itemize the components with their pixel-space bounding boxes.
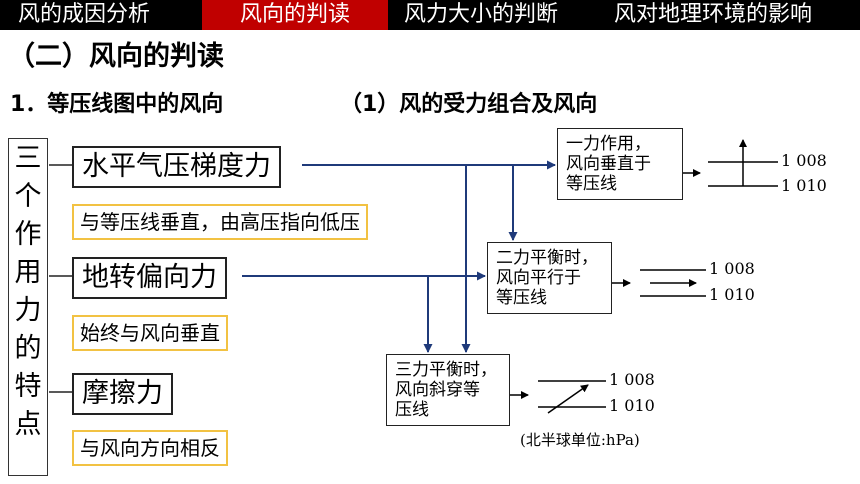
tab-wind-direction[interactable]: 风向的判读: [202, 0, 388, 30]
state-box-line: 二力平衡时，: [496, 248, 598, 268]
isobar-label: 1 010: [709, 285, 755, 304]
vertical-title-char: 力: [14, 295, 42, 326]
state-box-line: 一力作用，: [566, 134, 651, 154]
state-box-line: 等压线: [566, 174, 617, 194]
state-box-two-forces: 二力平衡时， 风向平行于 等压线: [487, 242, 612, 314]
page-title: （二）风向的判读: [8, 41, 224, 72]
desc-coriolis: 始终与风向垂直: [72, 315, 228, 351]
tab-wind-causes[interactable]: 风的成因分析: [18, 2, 151, 27]
state-box-line: 等压线: [496, 288, 547, 308]
state-box-line: 风向平行于: [496, 268, 581, 288]
vertical-title-char: 的: [14, 333, 42, 364]
vertical-title-char: 点: [14, 409, 42, 440]
vertical-title-char: 特: [14, 371, 42, 402]
desc-friction: 与风向方向相反: [72, 430, 228, 466]
vertical-title-char: 三: [14, 143, 42, 174]
isobar-label: 1 010: [609, 396, 655, 415]
force-box-friction: 摩擦力: [72, 373, 173, 415]
state-box-one-force: 一力作用， 风向垂直于 等压线: [557, 128, 683, 200]
subsection-title: （1）风的受力组合及风向: [340, 92, 598, 117]
section-title: 1．等压线图中的风向: [10, 92, 224, 117]
state-box-line: 三力平衡时，: [395, 360, 497, 380]
isobar-label: 1 008: [781, 151, 827, 170]
desc-pressure-gradient: 与等压线垂直，由高压指向低压: [72, 204, 368, 240]
state-box-line: 风向垂直于: [566, 154, 651, 174]
vertical-title-char: 作: [14, 219, 42, 250]
top-nav-bar: 风的成因分析 风向的判读 风力大小的判断 风对地理环境的影响: [0, 0, 860, 30]
isobar-label: 1 008: [709, 259, 755, 278]
tab-wind-environment[interactable]: 风对地理环境的影响: [614, 2, 813, 27]
force-box-coriolis: 地转偏向力: [72, 257, 227, 299]
state-box-three-forces: 三力平衡时， 风向斜穿等 压线: [386, 354, 510, 426]
force-box-pressure-gradient: 水平气压梯度力: [72, 146, 281, 188]
tab-wind-force[interactable]: 风力大小的判断: [404, 2, 559, 27]
state-box-line: 压线: [395, 400, 429, 420]
state-box-line: 风向斜穿等: [395, 380, 480, 400]
unit-note: (北半球单位:hPa): [520, 431, 640, 449]
vertical-title-box: 三 个 作 用 力 的 特 点: [8, 138, 48, 476]
isobar-label: 1 008: [609, 370, 655, 389]
vertical-title-char: 个: [14, 181, 42, 212]
isobar-label: 1 010: [781, 176, 827, 195]
vertical-title-char: 用: [14, 257, 42, 288]
